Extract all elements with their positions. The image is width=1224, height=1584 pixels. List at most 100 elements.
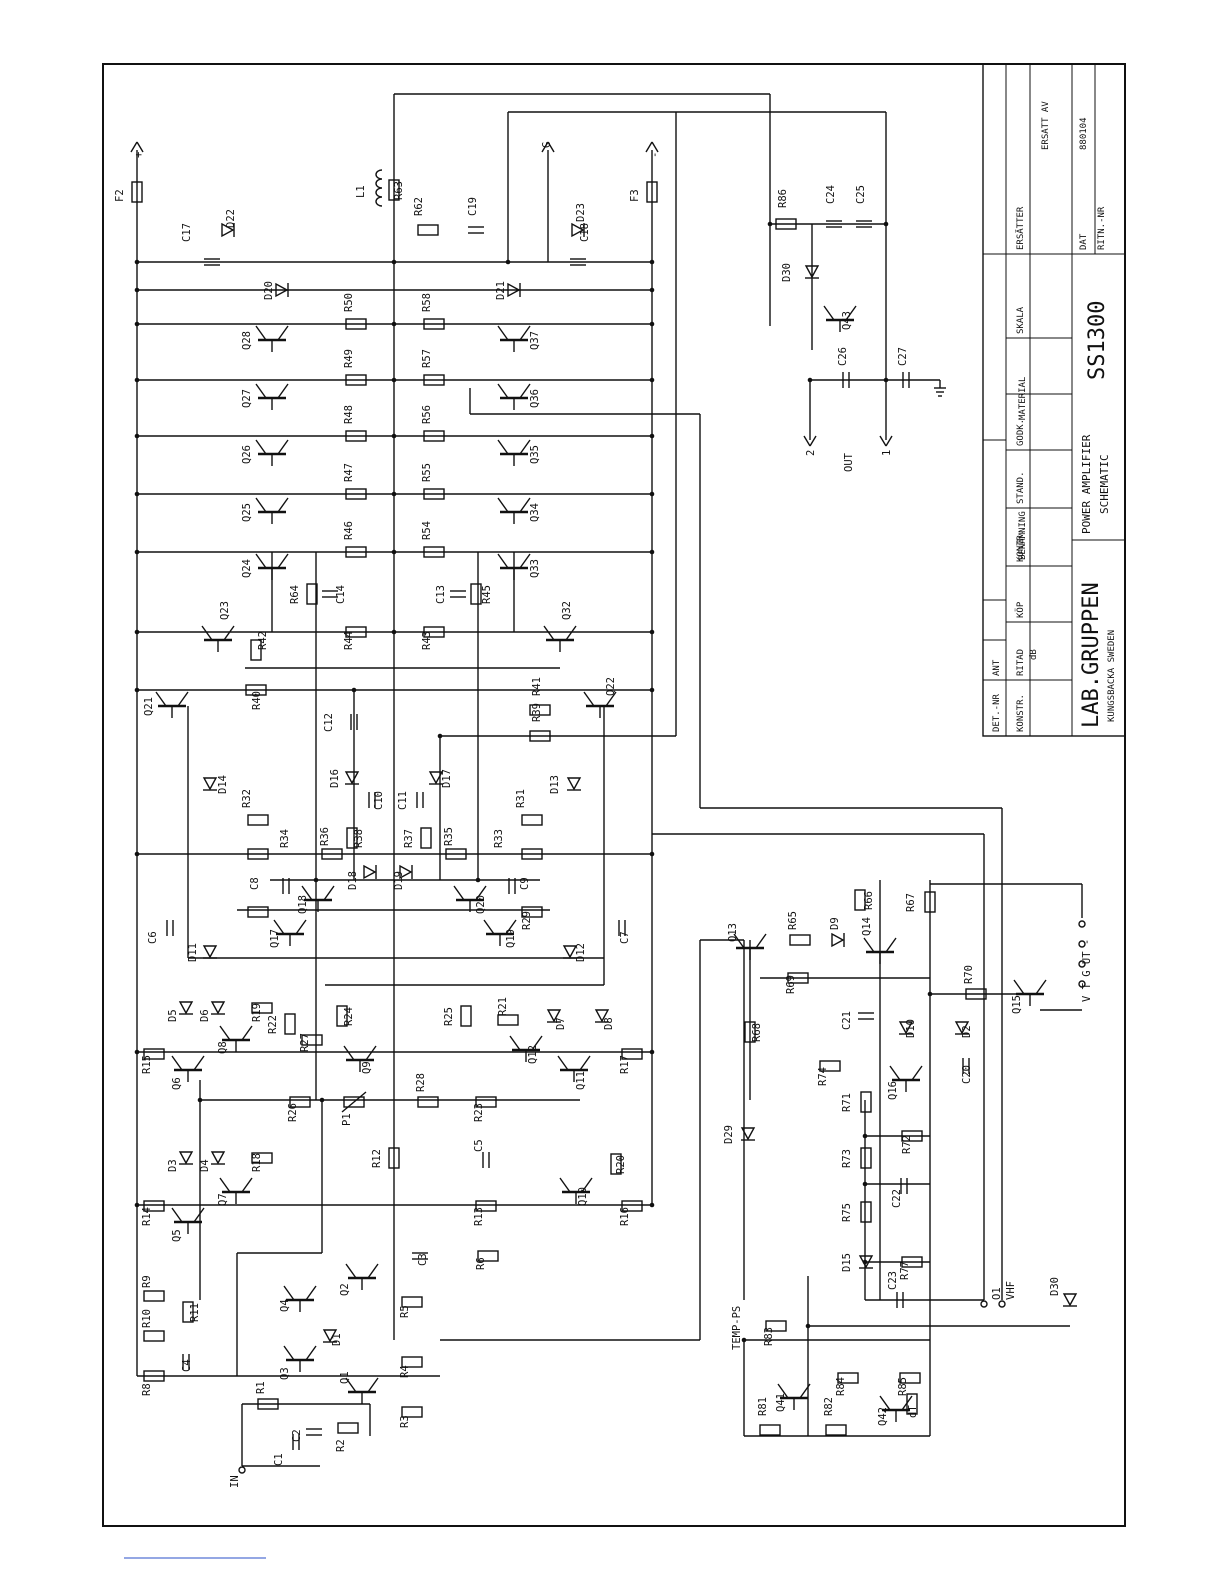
label-l1: L1 xyxy=(355,185,367,198)
label-q3: Q3 xyxy=(279,1367,291,1380)
resistor-R24 xyxy=(336,1005,348,1027)
resistor-R1 xyxy=(257,1398,279,1410)
tb-model: SS1300 xyxy=(1085,301,1110,380)
label-r45: R45 xyxy=(481,585,493,604)
label-r4: R4 xyxy=(399,1365,411,1378)
resistor-R5 xyxy=(401,1296,423,1308)
transistor-Q34 xyxy=(497,497,531,524)
junction-dot xyxy=(862,1259,868,1265)
label-r18: R18 xyxy=(251,1153,263,1172)
junction-dot xyxy=(649,851,655,857)
label-d13: D13 xyxy=(549,775,561,794)
label-q33: Q33 xyxy=(529,559,541,578)
junction-dot xyxy=(134,1202,140,1208)
junction-dot xyxy=(319,1097,325,1103)
label-q17: Q17 xyxy=(269,929,281,948)
label-c13: C13 xyxy=(435,585,447,604)
junction-dot xyxy=(134,321,140,327)
junction-dot xyxy=(475,877,481,883)
neg-supply-label: - xyxy=(649,152,661,158)
junction-dot xyxy=(391,491,397,497)
pos-supply-label: + xyxy=(133,152,145,158)
diode-D3 xyxy=(178,1151,194,1165)
out-1-label: 1 xyxy=(881,450,893,456)
label-r84: R84 xyxy=(835,1377,847,1396)
resistor-R46 xyxy=(345,546,367,558)
label-r64: R64 xyxy=(289,585,301,604)
label-r75: R75 xyxy=(841,1203,853,1222)
tb-date-label: DAT xyxy=(1079,233,1089,250)
label-d11: D11 xyxy=(187,943,199,962)
resistor-R82 xyxy=(825,1424,847,1436)
capacitor-C23 xyxy=(896,1292,904,1308)
label-r43: R43 xyxy=(421,631,433,650)
label-dt: dT xyxy=(907,1405,919,1418)
fuse-F2 xyxy=(131,181,143,203)
resistor-R30 xyxy=(247,906,269,918)
label-r17: R17 xyxy=(619,1055,631,1074)
transistor-Q23 xyxy=(201,625,235,652)
transistor-Q6 xyxy=(171,1055,205,1082)
junction-dot xyxy=(391,377,397,383)
inductor-L1 xyxy=(375,169,383,207)
capacitor-C9 xyxy=(508,878,516,894)
tb-location: KUNGSBACKA SWEDEN xyxy=(1107,630,1117,722)
resistor-R31 xyxy=(521,814,543,826)
resistor-R3 xyxy=(401,1406,423,1418)
tb-ritn-nr: RITN.-NR xyxy=(1097,206,1107,250)
capacitor-C26 xyxy=(842,372,850,388)
junction-dot xyxy=(862,1181,868,1187)
diode-D11 xyxy=(202,945,218,959)
label-r34: R34 xyxy=(279,829,291,848)
label-c22: C22 xyxy=(891,1189,903,1208)
diode-D12 xyxy=(562,945,578,959)
junction-dot xyxy=(649,549,655,555)
label-r2: R2 xyxy=(335,1439,347,1452)
tb-det-nr: DET.-NR xyxy=(992,693,1002,732)
transistor-Q14 xyxy=(863,937,897,964)
resistor-R27 xyxy=(301,1034,323,1046)
label-q16: Q16 xyxy=(887,1081,899,1100)
label-r3: R3 xyxy=(399,1415,411,1428)
capacitor-C22 xyxy=(900,1178,908,1194)
capacitor-C17 xyxy=(204,258,220,266)
label-r68: R68 xyxy=(751,1023,763,1042)
label-q27: Q27 xyxy=(241,389,253,408)
label-r24: R24 xyxy=(343,1007,355,1026)
resistor-R14 xyxy=(143,1200,165,1212)
diode-D4 xyxy=(210,1151,226,1165)
label-r41: R41 xyxy=(531,677,543,696)
transistor-Q22 xyxy=(583,691,617,718)
label-r74: R74 xyxy=(817,1067,829,1086)
junction-dot xyxy=(134,433,140,439)
label-r69: R69 xyxy=(785,975,797,994)
label-r38: R38 xyxy=(353,829,365,848)
resistor-R6 xyxy=(477,1250,499,1262)
label-r85: R85 xyxy=(897,1377,909,1396)
label-d6: D6 xyxy=(199,1009,211,1022)
capacitor-C3 xyxy=(412,1252,428,1260)
tb-company: LAB.GRUPPEN xyxy=(1079,582,1104,728)
capacitor-C24 xyxy=(826,220,842,228)
transistor-Q17 xyxy=(273,919,307,946)
diode-D18 xyxy=(363,864,377,880)
junction-dot xyxy=(927,991,933,997)
label-r31: R31 xyxy=(515,789,527,808)
label-r63: R63 xyxy=(393,181,405,200)
label-c19: C19 xyxy=(467,197,479,216)
label-r27: R27 xyxy=(299,1033,311,1052)
resistor-R64 xyxy=(306,583,318,605)
label-d30: D30 xyxy=(781,263,793,282)
tb-description-2: SCHEMATIC xyxy=(1098,454,1111,514)
capacitor-C7 xyxy=(618,920,626,936)
junction-dot xyxy=(134,259,140,265)
label-q12: Q12 xyxy=(527,1045,539,1064)
output-terminals xyxy=(238,920,1086,1474)
transistor-Q3 xyxy=(283,1345,317,1372)
capacitor-C20 xyxy=(962,1058,970,1074)
label-q21: Q21 xyxy=(143,697,155,716)
label-r14: R14 xyxy=(141,1207,153,1226)
label-d1: D1 xyxy=(331,1333,343,1346)
resistor-R68 xyxy=(744,1021,756,1043)
label-d12: D12 xyxy=(575,943,587,962)
